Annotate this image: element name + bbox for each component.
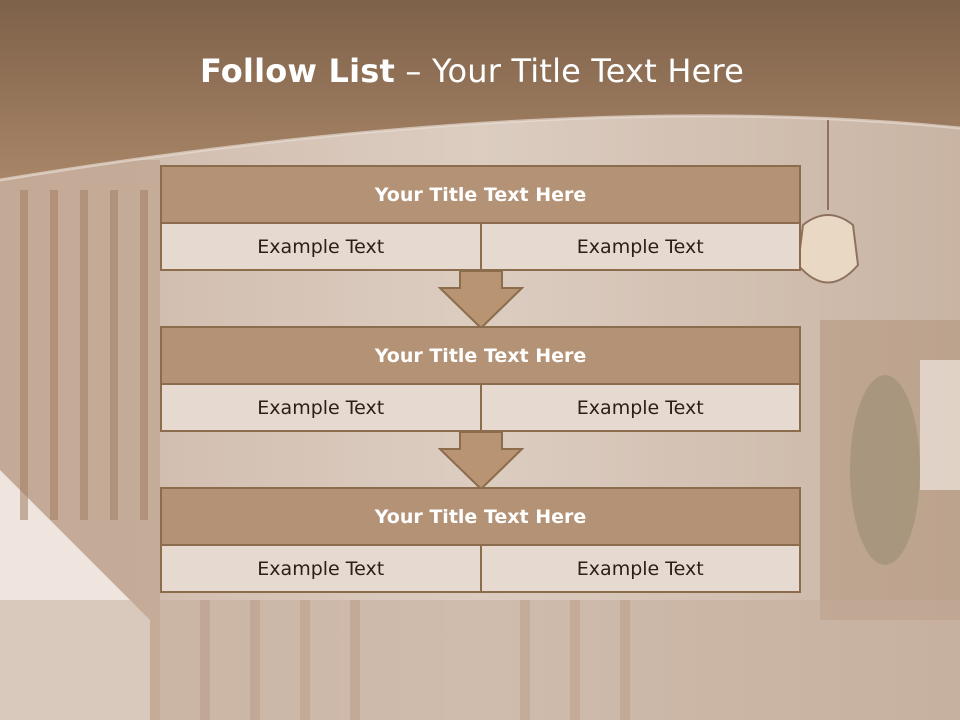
block-2-title: Your Title Text Here: [162, 328, 799, 385]
list-block-3: Your Title Text Here Example Text Exampl…: [160, 487, 801, 593]
block-3-row: Example Text Example Text: [162, 546, 799, 591]
block-1-right-text: Example Text: [481, 224, 799, 269]
slide-title-bold: Follow List: [199, 52, 396, 90]
block-1-title: Your Title Text Here: [162, 167, 799, 224]
down-arrow-icon-1: [438, 270, 524, 330]
block-1-row: Example Text Example Text: [162, 224, 799, 269]
block-3-left-text: Example Text: [162, 546, 482, 591]
slide-title: Follow List – Your Title Text Here: [0, 52, 944, 90]
block-2-right-text: Example Text: [481, 385, 799, 430]
block-2-row: Example Text Example Text: [162, 385, 799, 430]
block-3-right-text: Example Text: [481, 546, 799, 591]
down-arrow-icon-2: [438, 431, 524, 491]
block-2-left-text: Example Text: [162, 385, 482, 430]
list-block-1: Your Title Text Here Example Text Exampl…: [160, 165, 801, 271]
block-1-left-text: Example Text: [162, 224, 482, 269]
list-block-2: Your Title Text Here Example Text Exampl…: [160, 326, 801, 432]
block-3-title: Your Title Text Here: [162, 489, 799, 546]
slide-title-rest: – Your Title Text Here: [395, 52, 745, 90]
